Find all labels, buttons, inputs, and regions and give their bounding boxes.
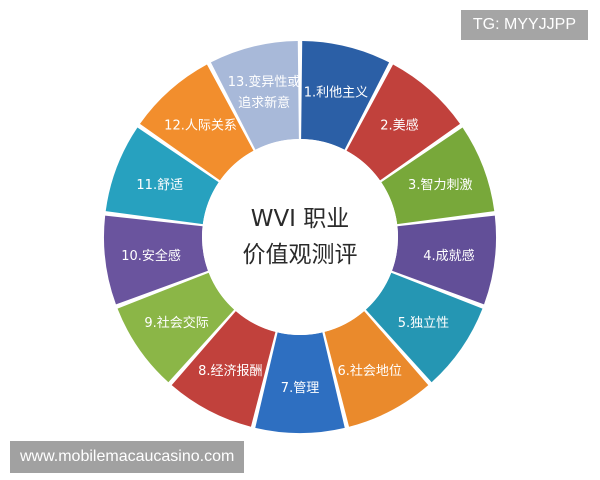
segment-7 (255, 332, 345, 433)
segment-2 (346, 64, 461, 181)
segment-13-label: 追求新意 (238, 95, 290, 111)
segment-13-label: 13.变异性或 (228, 74, 301, 90)
center-title-line2: 价值观测评 (243, 242, 358, 268)
segment-3-label: 3.智力刺激 (408, 178, 472, 193)
segment-13 (210, 41, 299, 150)
segment-10-label: 10.安全感 (121, 248, 181, 264)
segment-9-label: 9.社会交际 (144, 315, 208, 331)
segment-2-label: 2.美感 (380, 118, 418, 134)
center-disc (202, 139, 398, 335)
segment-3 (381, 127, 495, 225)
segment-1 (301, 41, 390, 150)
center-title-line1: WVI 职业 (251, 206, 350, 232)
segment-5 (365, 272, 483, 383)
segment-5-label: 5.独立性 (398, 316, 449, 331)
segment-11-label: 11.舒适 (136, 178, 183, 193)
segment-12 (139, 64, 254, 181)
watermark-bottom: www.mobilemacaucasino.com (10, 441, 245, 473)
segment-9 (117, 272, 235, 383)
watermark-top: TG: MYYJJPP (460, 10, 588, 40)
segment-1-label: 1.利他主义 (304, 85, 368, 100)
segment-6 (324, 311, 429, 427)
segment-4-label: 4.成就感 (423, 248, 474, 264)
segment-11 (105, 127, 219, 225)
segment-12-label: 12.人际关系 (164, 119, 237, 134)
segment-6-label: 6.社会地位 (338, 363, 402, 379)
segment-7-label: 7.管理 (281, 381, 319, 396)
segment-10 (103, 215, 208, 305)
segments-layer: 1.利他主义 2.美感 3.智力刺激 4.成就感 5.独立性 6.社会地位 7.管理 8.经济… (103, 41, 497, 433)
segment-8-label: 8.经济报酬 (198, 364, 262, 379)
segment-4 (392, 215, 497, 305)
segment-8 (171, 311, 276, 427)
